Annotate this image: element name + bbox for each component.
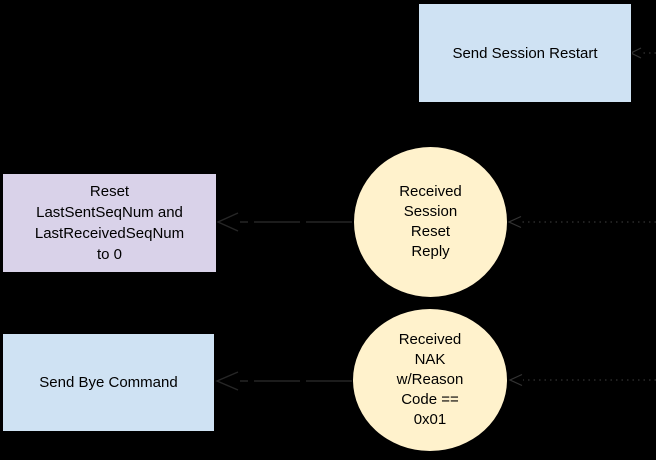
node-label: Received NAK w/Reason Code == 0x01 bbox=[396, 331, 464, 428]
arrowhead-left-icon bbox=[215, 371, 239, 391]
arrowhead-left-icon bbox=[629, 47, 642, 59]
edge-right-to-nak bbox=[508, 373, 656, 387]
node-send-bye-command: Send Bye Command bbox=[2, 333, 215, 432]
edge-right-to-resetreply bbox=[507, 215, 656, 229]
node-received-nak: Received NAK w/Reason Code == 0x01 bbox=[352, 308, 508, 452]
arrowhead-left-icon bbox=[508, 373, 523, 387]
node-label: Received Session Reset Reply bbox=[399, 183, 462, 260]
arrowhead-left-icon bbox=[507, 215, 522, 229]
edge-right-to-sessionrestart bbox=[629, 47, 656, 59]
arrowhead-left-icon bbox=[216, 212, 239, 232]
node-label: Send Bye Command bbox=[39, 374, 178, 391]
node-label: Reset LastSentSeqNum and LastReceivedSeq… bbox=[34, 183, 185, 263]
edge-resetreply-to-resetseqnum bbox=[216, 212, 352, 232]
node-send-session-restart: Send Session Restart bbox=[418, 3, 632, 103]
edge-nak-to-sendbye bbox=[215, 371, 352, 391]
node-received-session-reset-reply: Received Session Reset Reply bbox=[353, 146, 508, 298]
node-label: Send Session Restart bbox=[452, 44, 598, 62]
node-reset-seqnum: Reset LastSentSeqNum and LastReceivedSeq… bbox=[2, 173, 217, 273]
